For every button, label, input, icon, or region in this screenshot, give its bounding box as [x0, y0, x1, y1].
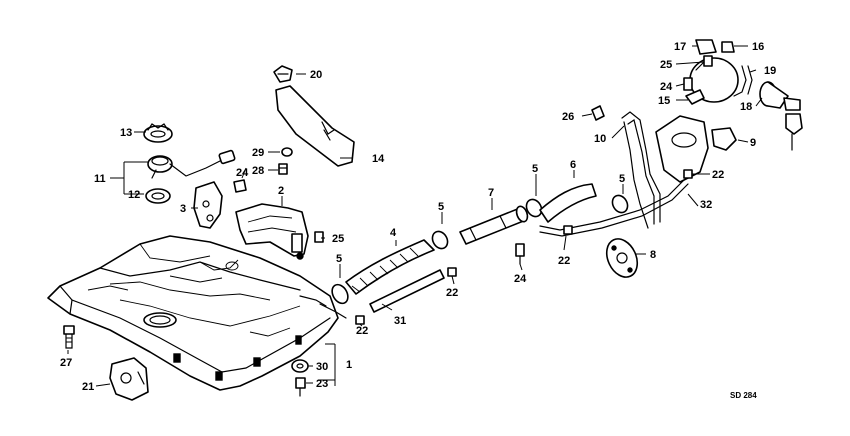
- sender-gasket: [145, 188, 171, 204]
- leader-lines: [67, 45, 763, 387]
- callout-3: 3: [180, 203, 186, 215]
- callout-30: 30: [316, 361, 328, 373]
- bolt-24-lid: [683, 77, 693, 91]
- callout-28: 28: [252, 165, 264, 177]
- bolt-23: [295, 377, 306, 397]
- bolt-26: [591, 105, 605, 121]
- bolt-25-tank: [314, 231, 324, 243]
- filler-hose-4: [345, 239, 435, 295]
- callout-19: 19: [764, 65, 776, 77]
- filler-plate-8: [605, 238, 639, 278]
- callout-24: 24: [514, 273, 527, 285]
- callout-31: 31: [394, 315, 406, 327]
- callout-24: 24: [236, 167, 249, 179]
- callout-12: 12: [128, 189, 140, 201]
- callout-7: 7: [488, 187, 494, 199]
- fuel-tank: [47, 235, 347, 391]
- lid-clip-16: [721, 41, 735, 53]
- callout-14: 14: [372, 153, 385, 165]
- callout-9: 9: [750, 137, 756, 149]
- pipe-10: [621, 111, 661, 229]
- clip-20: [273, 65, 293, 83]
- callout-27: 27: [60, 357, 72, 369]
- callout-5: 5: [619, 173, 625, 185]
- clamps: [331, 194, 629, 305]
- callout-32: 32: [700, 199, 712, 211]
- drain-bolt-27: [63, 325, 75, 349]
- callout-1: 1: [346, 359, 352, 371]
- callout-20: 20: [310, 69, 322, 81]
- bolt-25-lid: [703, 55, 713, 67]
- lid-hinge: [685, 89, 705, 105]
- callout-4: 4: [390, 227, 397, 239]
- callout-6: 6: [570, 159, 576, 171]
- mount-21: [109, 357, 149, 401]
- fuel-gauge-sender: [147, 149, 236, 179]
- callout-8: 8: [650, 249, 656, 261]
- callout-23: 23: [316, 378, 328, 390]
- filler-cap-body: [655, 115, 709, 183]
- washer-29: [281, 147, 293, 157]
- callout-5: 5: [438, 201, 444, 213]
- lid-lever-19: [733, 65, 753, 97]
- callout-numbers: 1 2 3 4 5 5 5 5 6 7 8 9 10 11 12 13 14 1…: [60, 41, 776, 393]
- callout-25: 25: [332, 233, 344, 245]
- callout-17: 17: [674, 41, 686, 53]
- filler-neck-7: [459, 205, 529, 245]
- callout-22: 22: [356, 325, 368, 337]
- hose-6: [539, 183, 597, 223]
- callout-5: 5: [336, 253, 342, 265]
- callout-13: 13: [120, 127, 132, 139]
- grommet-9: [711, 127, 737, 151]
- callout-10: 10: [594, 133, 606, 145]
- bolt-28: [278, 163, 288, 175]
- callout-29: 29: [252, 147, 264, 159]
- breather-pipe-32: [539, 179, 689, 237]
- tank-mount-bracket: [235, 203, 309, 260]
- callout-24: 24: [660, 81, 673, 93]
- callout-11: 11: [94, 173, 106, 185]
- callout-16: 16: [752, 41, 764, 53]
- callout-5: 5: [532, 163, 538, 175]
- bracket-3: [193, 181, 223, 229]
- callout-22: 22: [446, 287, 458, 299]
- breather-hose-31: [369, 269, 445, 313]
- callout-2: 2: [278, 185, 284, 197]
- callout-21: 21: [82, 381, 94, 393]
- nut-30: [291, 359, 309, 373]
- callout-22: 22: [558, 255, 570, 267]
- callout-26: 26: [562, 111, 574, 123]
- heat-shield: [275, 85, 355, 167]
- callout-15: 15: [658, 95, 670, 107]
- lock-ring: [143, 123, 173, 143]
- bolt-24-filler: [515, 243, 525, 265]
- lock-cylinder-18: [759, 81, 803, 151]
- clip-24-tank: [233, 179, 247, 193]
- callout-22: 22: [712, 169, 724, 181]
- lid-hinge-17: [695, 39, 717, 55]
- callout-25: 25: [660, 59, 672, 71]
- figure-code: SD 284: [730, 391, 757, 400]
- callout-18: 18: [740, 101, 752, 113]
